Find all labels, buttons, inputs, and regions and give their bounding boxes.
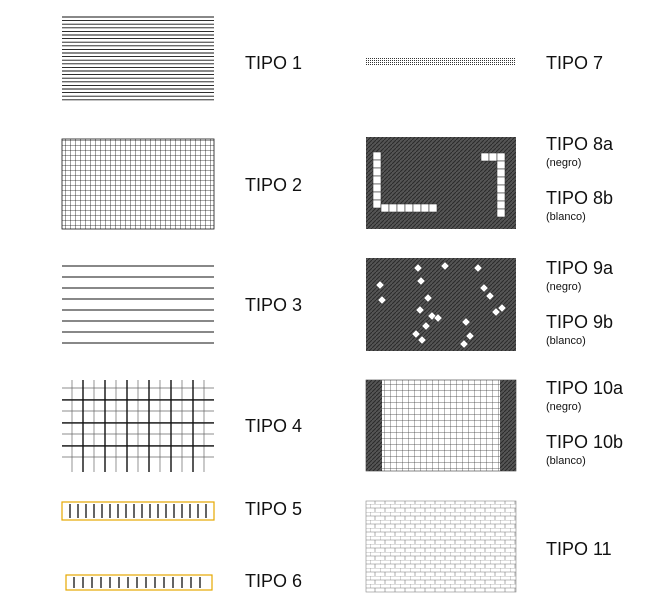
pattern-tipo-4	[62, 380, 214, 472]
sublabel-tipo-9b: (blanco)	[546, 335, 586, 347]
pattern-tipo-6	[65, 574, 213, 591]
label-tipo-9b: TIPO 9b	[546, 312, 614, 332]
sublabel-tipo-8a: (negro)	[546, 157, 582, 169]
pattern-tipo-11	[365, 500, 517, 593]
label-tipo-4: TIPO 4	[245, 416, 303, 436]
pattern-tipo-3	[62, 265, 214, 344]
pattern-tipo-2	[61, 138, 215, 230]
pattern-tipo-8	[366, 137, 516, 229]
pattern-tipo-10	[365, 379, 517, 472]
pattern-tipo-5	[61, 501, 215, 521]
label-tipo-10b: TIPO 10b	[546, 432, 624, 452]
sublabel-tipo-10a: (negro)	[546, 401, 582, 413]
label-tipo-11: TIPO 11	[546, 539, 612, 559]
label-tipo-3: TIPO 3	[245, 295, 303, 315]
label-tipo-8b: TIPO 8b	[546, 188, 614, 208]
pattern-tipo-9	[366, 258, 516, 351]
pattern-tipo-1	[62, 16, 214, 101]
sublabel-tipo-8b: (blanco)	[546, 211, 586, 223]
label-tipo-9a: TIPO 9a	[546, 258, 614, 278]
label-tipo-5: TIPO 5	[245, 499, 303, 519]
sublabel-tipo-10b: (blanco)	[546, 455, 586, 467]
label-tipo-2: TIPO 2	[245, 175, 303, 195]
pattern-tipo-7	[366, 58, 516, 65]
label-tipo-1: TIPO 1	[245, 53, 303, 73]
label-tipo-10a: TIPO 10a	[546, 378, 624, 398]
label-tipo-7: TIPO 7	[546, 53, 604, 73]
label-tipo-8a: TIPO 8a	[546, 134, 614, 154]
label-tipo-6: TIPO 6	[245, 571, 303, 591]
sublabel-tipo-9a: (negro)	[546, 281, 582, 293]
